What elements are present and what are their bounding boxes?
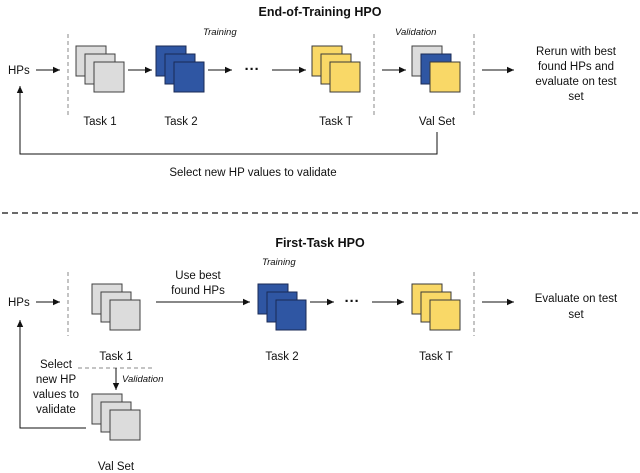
- bottom-validation-label: Validation: [122, 374, 163, 385]
- bottom-task1-stack: [91, 283, 141, 331]
- bottom-use-best-line-2: found HPs: [171, 285, 225, 297]
- bottom-task2-label: Task 2: [265, 351, 298, 363]
- bottom-valset-stack: [91, 393, 141, 441]
- top-select-label: Select new HP values to validate: [169, 167, 336, 179]
- top-rerun-line-1: Rerun with best: [536, 46, 617, 58]
- top-hps-label: HPs: [8, 65, 30, 77]
- top-valset-stack: [411, 45, 461, 93]
- top-rerun-line-3: evaluate on test: [535, 76, 617, 88]
- bottom-use-best-line-1: Use best: [175, 270, 221, 282]
- bottom-select-line-4: validate: [36, 404, 76, 416]
- top-valset-label: Val Set: [419, 116, 456, 128]
- top-taskT-stack: [311, 45, 361, 93]
- bottom-task2-stack: [257, 283, 307, 331]
- bottom-select-text: Select new HP values to validate: [33, 359, 79, 416]
- bottom-feedback-loop-arrow: [16, 320, 86, 429]
- top-ellipsis: ···: [245, 61, 260, 78]
- top-taskT-label: Task T: [319, 116, 353, 128]
- bottom-select-line-3: values to: [33, 389, 79, 401]
- top-validation-label: Validation: [395, 27, 436, 38]
- top-rerun-text: Rerun with best found HPs and evaluate o…: [535, 46, 617, 103]
- bottom-title: First-Task HPO: [275, 236, 365, 250]
- bottom-training-label: Training: [262, 257, 296, 268]
- bottom-ellipsis: ···: [345, 293, 360, 310]
- top-task1-label: Task 1: [83, 116, 116, 128]
- top-rerun-line-4: set: [568, 91, 584, 103]
- top-title: End-of-Training HPO: [259, 5, 382, 19]
- bottom-hps-label: HPs: [8, 297, 30, 309]
- top-task2-stack: [155, 45, 205, 93]
- top-task1-stack: [75, 45, 125, 93]
- bottom-taskT-stack: [411, 283, 461, 331]
- top-feedback-loop-arrow: [16, 86, 438, 155]
- top-task2-label: Task 2: [164, 116, 197, 128]
- bottom-select-line-1: Select: [40, 359, 73, 371]
- bottom-evaluate-line-1: Evaluate on test: [535, 293, 618, 305]
- bottom-evaluate-line-2: set: [568, 309, 584, 321]
- top-rerun-line-2: found HPs and: [538, 61, 614, 73]
- bottom-valset-label: Val Set: [98, 461, 135, 473]
- bottom-taskT-label: Task T: [419, 351, 453, 363]
- top-training-label: Training: [203, 27, 237, 38]
- bottom-select-line-2: new HP: [36, 374, 77, 386]
- bottom-task1-label: Task 1: [99, 351, 132, 363]
